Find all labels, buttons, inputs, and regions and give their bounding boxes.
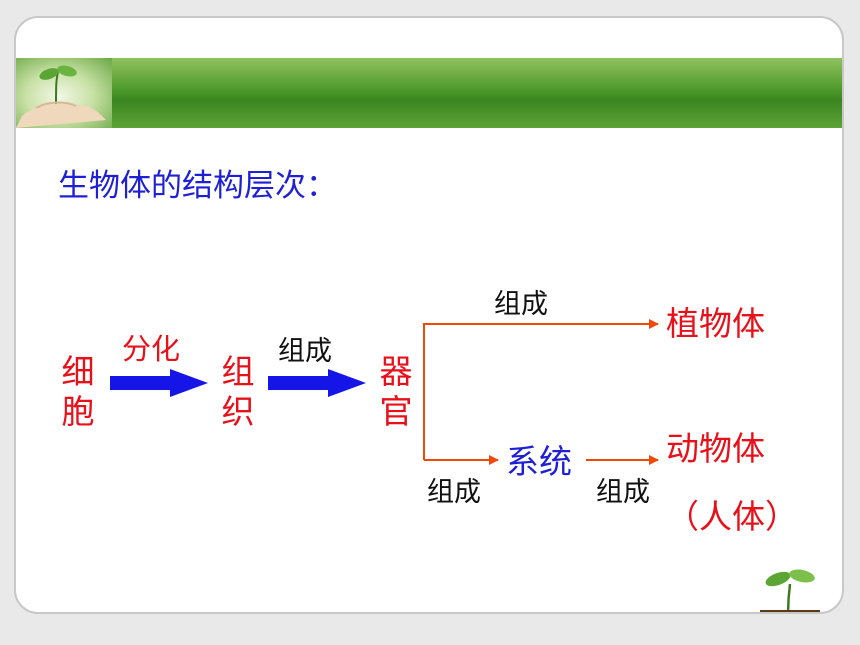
edge-label-tissue-organ: 组成	[278, 336, 332, 367]
node-organ: 器官	[379, 352, 413, 431]
edge-label-system-animal: 组成	[596, 477, 650, 508]
arrow-organ-to-plant	[423, 319, 659, 460]
page-title: 生物体的结构层次：	[58, 168, 337, 204]
node-tissue: 组织	[221, 352, 255, 431]
arrow-tissue-to-organ	[268, 369, 366, 397]
node-plant: 植物体	[666, 304, 765, 343]
node-system: 系统	[506, 442, 572, 481]
slide	[14, 16, 844, 614]
seedling-icon	[16, 65, 106, 128]
node-human: （人体）	[666, 497, 798, 536]
edge-label-differentiation: 分化	[122, 332, 181, 366]
node-animal: 动物体	[666, 429, 765, 468]
edge-label-organ-system: 组成	[427, 477, 481, 508]
hands-seedling-photo	[16, 58, 112, 128]
edge-label-organ-plant: 组成	[494, 289, 548, 320]
header-banner	[16, 58, 842, 128]
node-cell: 细胞	[61, 352, 95, 431]
arrow-cell-to-tissue	[110, 369, 208, 397]
sprout-icon	[760, 569, 820, 612]
